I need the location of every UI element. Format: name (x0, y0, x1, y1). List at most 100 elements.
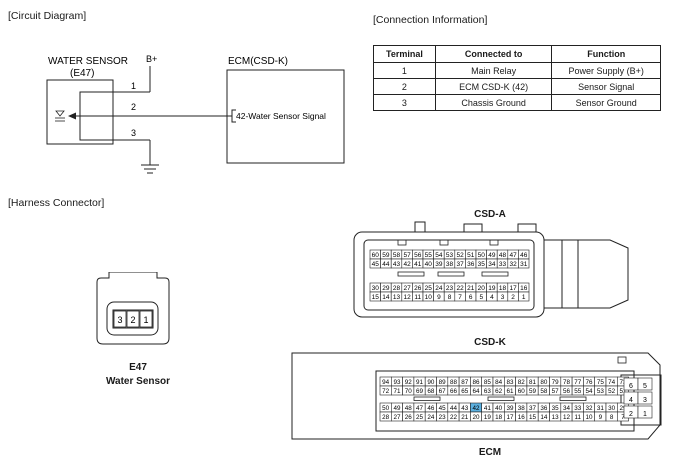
csd-k-side-pin-cell (637, 391, 653, 405)
ecm-terminal-bracket (231, 109, 236, 123)
e47-pin-group: 3 2 1 (113, 310, 153, 328)
csd-a-pin-cell (518, 291, 530, 302)
csd-k-pin-label: 36 (540, 405, 548, 412)
csd-k-pin-label: 71 (393, 388, 401, 395)
csd-k-side-pin-label: 3 (643, 397, 647, 404)
csd-k-pin-label: 24 (427, 414, 435, 421)
csd-k-pin-label: 86 (473, 379, 481, 386)
csd-k-pin-label: 82 (518, 379, 526, 386)
csd-a-pin-label: 59 (382, 252, 390, 259)
csd-a-pin-label: 39 (435, 261, 443, 268)
csd-a-pin-label: 51 (467, 252, 475, 259)
csd-k-side-pin-label: 2 (629, 411, 633, 418)
csd-k-pin-label: 14 (540, 414, 548, 421)
csd-a-pin-label: 37 (456, 261, 464, 268)
csd-k-pin-label: 16 (518, 414, 526, 421)
pin-3-label: 3 (131, 128, 136, 138)
csd-k-pin-label: 19 (484, 414, 492, 421)
csd-a-pin-label: 13 (393, 294, 401, 301)
csd-k-pin-label: 93 (393, 379, 401, 386)
csd-a-pin-label: 40 (425, 261, 433, 268)
csd-k-pin-label: 13 (552, 414, 560, 421)
csd-k-side-pin-label: 1 (643, 411, 647, 418)
csd-k-pin-label: 47 (416, 405, 424, 412)
table-cell: ECM CSD-K (42) (434, 78, 553, 95)
csd-a-pin-label: 42 (403, 261, 411, 268)
csd-k-pin-label: 11 (574, 414, 581, 421)
csd-k-pin-label: 51 (619, 388, 627, 395)
csd-a-pin-label: 58 (393, 252, 401, 259)
csd-k-pin-label: 69 (416, 388, 424, 395)
csd-a-pin-label: 30 (372, 285, 380, 292)
csd-k-pin-label: 87 (461, 379, 469, 386)
table-cell: Power Supply (B+) (551, 62, 661, 79)
csd-a-pin-label: 22 (456, 285, 464, 292)
csd-k-pin-label: 83 (506, 379, 514, 386)
csd-k-pin-label: 41 (484, 405, 492, 412)
csd-a-pin-label: 28 (393, 285, 401, 292)
csd-k-pin-label: 57 (552, 388, 560, 395)
circuit-diagram: WATER SENSOR (E47) B+ ECM(CSD-K) 1 2 3 4… (46, 54, 345, 174)
sensor-name: WATER SENSOR (48, 56, 128, 67)
csd-a-pin-label: 25 (425, 285, 433, 292)
csd-k-pin-label: 42 (473, 405, 481, 412)
csd-k-pin-label: 15 (529, 414, 537, 421)
csd-a-pin-label: 20 (478, 285, 486, 292)
csd-a-pin-label: 21 (467, 285, 475, 292)
csd-k-pin-label: 94 (382, 379, 390, 386)
circuit-diagram-title: [Circuit Diagram] (8, 10, 87, 22)
csd-a-pin-label: 46 (520, 252, 528, 259)
csd-k-pin-label: 26 (405, 414, 413, 421)
csd-k-pin-label: 85 (484, 379, 492, 386)
sensor-box (46, 79, 114, 145)
csd-a-pin-label: 9 (437, 294, 441, 301)
csd-k-pin-label: 60 (518, 388, 526, 395)
sensor-code: (E47) (70, 68, 94, 79)
csd-a-pin-label: 38 (446, 261, 454, 268)
csd-k-pin-label: 43 (461, 405, 469, 412)
table-row: 3 Chassis Ground Sensor Ground (373, 94, 661, 111)
csd-k-pin-label: 39 (506, 405, 514, 412)
csd-a-pin-label: 4 (490, 294, 494, 301)
csd-k-pin-label: 54 (586, 388, 594, 395)
csd-k-pin-label: 62 (495, 388, 503, 395)
csd-a-pin-label: 24 (435, 285, 443, 292)
csd-a-pin-label: 48 (499, 252, 507, 259)
csd-k-pin-label: 67 (439, 388, 447, 395)
csd-k-pin-label: 49 (393, 405, 401, 412)
csd-k-pin-label: 12 (563, 414, 571, 421)
csd-a-pin-label: 7 (458, 294, 462, 301)
csd-k-pin-label: 48 (405, 405, 413, 412)
csd-a-pin-label: 50 (478, 252, 486, 259)
csd-k-pin-label: 70 (405, 388, 413, 395)
csd-k-pin-label: 20 (473, 414, 481, 421)
csd-k-pin-label: 59 (529, 388, 537, 395)
csd-k-pin-label: 40 (495, 405, 503, 412)
csd-k-pin-cell (616, 385, 629, 396)
csd-k-pin-label: 18 (495, 414, 503, 421)
table-cell: Sensor Ground (551, 94, 661, 111)
csd-k-pin-label: 32 (586, 405, 594, 412)
csd-a-pin-label: 16 (520, 285, 528, 292)
csd-k-pin-label: 77 (574, 379, 582, 386)
table-cell: 1 (373, 62, 436, 79)
csd-k-pin-label: 31 (597, 405, 605, 412)
csd-k-side-pin-label: 6 (629, 383, 633, 390)
table-header-cell: Connected to (434, 45, 553, 63)
csd-a-pin-label: 41 (414, 261, 422, 268)
csd-a-pin-label: 15 (372, 294, 380, 301)
ecm-connector-label: ECM (478, 447, 502, 458)
csd-k-pin-label: 21 (461, 414, 469, 421)
connection-info-title: [Connection Information] (373, 14, 488, 26)
csd-k-side-pin-cell (637, 405, 653, 419)
csd-k-pin-label: 23 (439, 414, 447, 421)
csd-k-side-pin-label: 4 (629, 397, 633, 404)
csd-k-pin-label: 45 (439, 405, 447, 412)
csd-k-pin-label: 44 (450, 405, 458, 412)
harness-connector-title: [Harness Connector] (8, 197, 105, 209)
csd-a-pin-label: 18 (499, 285, 507, 292)
csd-a-pin-label: 5 (479, 294, 483, 301)
csd-a-pin-label: 36 (467, 261, 475, 268)
csd-a-pin-label: 23 (446, 285, 454, 292)
csd-k-pin-label: 29 (619, 405, 627, 412)
